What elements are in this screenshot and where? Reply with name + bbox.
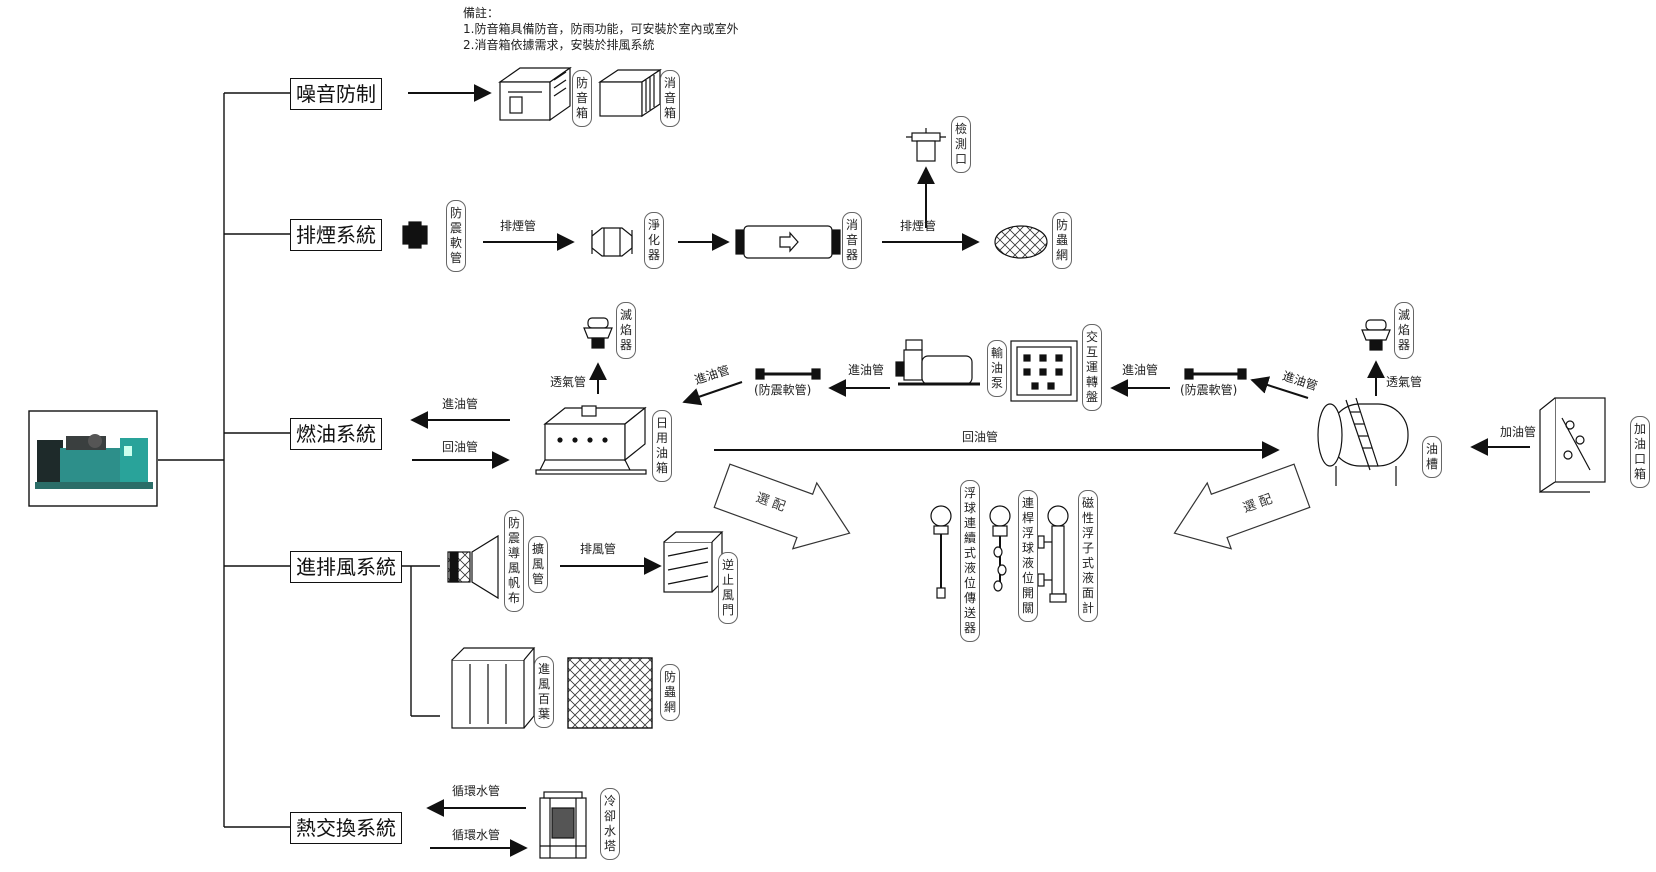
pipe-exhaust-air: 排風管 bbox=[580, 542, 617, 556]
label-daily-tank: 日用油箱 bbox=[652, 410, 672, 482]
pipe-water-1: 循環水管 bbox=[452, 784, 501, 798]
pipe-fill: 加油管 bbox=[1500, 425, 1537, 439]
label-anti-vibration-hose: 防震軟管 bbox=[446, 200, 466, 272]
pipe-hose-right: (防震軟管) bbox=[1180, 383, 1238, 397]
notes: 備註： 1.防音箱具備防音，防雨功能，可安裝於室內或室外 2.消音箱依據需求，安… bbox=[463, 5, 738, 53]
select-arrow-left bbox=[713, 463, 851, 550]
muffler-icon bbox=[735, 225, 841, 259]
label-float-transmitter: 浮球連續式液位傳送器 bbox=[960, 480, 980, 642]
notes-line-2: 2.消音箱依據需求，安裝於排風系統 bbox=[463, 38, 655, 52]
tree-lines bbox=[158, 92, 440, 828]
label-insect-screen: 防蟲網 bbox=[1052, 212, 1072, 269]
system-ventilation: 進排風系統 bbox=[290, 551, 402, 583]
flame-arrester-icon bbox=[583, 317, 613, 349]
hose-mid-icon bbox=[755, 368, 821, 380]
pipe-oil-in-pump: 進油管 bbox=[848, 363, 885, 377]
float-transmitter-icon bbox=[930, 505, 952, 599]
soundproof-box-icon bbox=[498, 66, 572, 122]
noise-row bbox=[408, 66, 662, 122]
oil-tank-icon bbox=[1317, 397, 1409, 486]
label-duct-canvas: 防震導風帆布 bbox=[504, 510, 524, 612]
label-check-damper: 逆止風門 bbox=[718, 552, 738, 624]
generator-image bbox=[28, 410, 158, 507]
fuel-row bbox=[410, 317, 1606, 494]
fill-box-icon bbox=[1539, 397, 1606, 494]
pipe-exhaust-1: 排煙管 bbox=[500, 219, 537, 233]
pipe-oil-return-left: 回油管 bbox=[442, 440, 479, 454]
exhaust-row bbox=[402, 128, 1048, 259]
notes-line-1: 1.防音箱具備防音，防雨功能，可安裝於室內或室外 bbox=[463, 22, 739, 36]
label-muffler: 消音器 bbox=[842, 212, 862, 269]
pipe-oil-in-left: 進油管 bbox=[442, 397, 479, 411]
duct-canvas-icon bbox=[447, 551, 471, 583]
insect-screen-icon bbox=[994, 225, 1048, 259]
pipe-vent-left: 透氣管 bbox=[550, 375, 587, 389]
pipe-exhaust-2: 排煙管 bbox=[900, 219, 937, 233]
label-purifier: 淨化器 bbox=[644, 212, 664, 269]
cooling-tower-icon bbox=[539, 791, 587, 859]
label-insect-screen-2: 防蟲網 bbox=[660, 664, 680, 721]
flame-arrester-right-icon bbox=[1361, 319, 1391, 351]
label-cooling-tower: 冷卻水塔 bbox=[600, 788, 620, 860]
notes-title: 備註： bbox=[463, 6, 500, 20]
purifier-icon bbox=[591, 227, 633, 257]
ventilation-row bbox=[447, 531, 724, 729]
system-heat: 熱交換系統 bbox=[290, 812, 402, 844]
pipe-vent-right: 透氣管 bbox=[1386, 375, 1423, 389]
expansion-duct-icon bbox=[471, 534, 499, 600]
anti-vibration-hose-icon bbox=[402, 221, 428, 249]
daily-tank-icon bbox=[535, 405, 647, 475]
label-flame-arrester-right: 滅焰器 bbox=[1394, 302, 1414, 359]
system-fuel: 燃油系統 bbox=[290, 418, 382, 450]
label-control-panel: 交互運轉盤 bbox=[1082, 324, 1102, 411]
pipe-return-long: 回油管 bbox=[962, 430, 999, 444]
select-arrow-right bbox=[1173, 463, 1311, 550]
control-panel-icon bbox=[1010, 340, 1078, 402]
heat-row bbox=[426, 791, 587, 859]
inspection-port-icon bbox=[906, 128, 946, 162]
pipe-oil-in-panel: 進油管 bbox=[1122, 363, 1159, 377]
magnetic-gauge-icon bbox=[1037, 505, 1069, 603]
label-soundproof-box: 防音箱 bbox=[572, 70, 592, 127]
label-magnetic-gauge: 磁性浮子式液面計 bbox=[1078, 490, 1098, 622]
pipe-hose-mid: (防震軟管) bbox=[754, 383, 812, 397]
check-damper-icon bbox=[663, 531, 724, 593]
insect-screen-2-icon bbox=[567, 657, 653, 729]
label-rod-float-switch: 連桿浮球液位開關 bbox=[1018, 490, 1038, 622]
system-exhaust: 排煙系統 bbox=[290, 219, 382, 251]
label-expansion-duct: 擴風管 bbox=[528, 536, 548, 593]
silencer-box-icon bbox=[598, 68, 662, 118]
label-fill-box: 加油口箱 bbox=[1630, 416, 1650, 488]
oil-pump-icon bbox=[895, 339, 980, 386]
label-inspection-port: 檢測口 bbox=[951, 116, 971, 173]
label-oil-tank: 油槽 bbox=[1422, 436, 1442, 478]
system-noise: 噪音防制 bbox=[290, 78, 382, 110]
label-intake-louver: 進風百葉 bbox=[534, 656, 554, 728]
rod-float-switch-icon bbox=[989, 505, 1011, 592]
label-flame-arrester: 滅焰器 bbox=[616, 302, 636, 359]
label-oil-pump: 輸油泵 bbox=[987, 340, 1007, 397]
intake-louver-icon bbox=[451, 647, 536, 729]
hose-right-icon bbox=[1184, 368, 1247, 380]
pipe-water-2: 循環水管 bbox=[452, 828, 501, 842]
label-silencer-box: 消音箱 bbox=[660, 70, 680, 127]
